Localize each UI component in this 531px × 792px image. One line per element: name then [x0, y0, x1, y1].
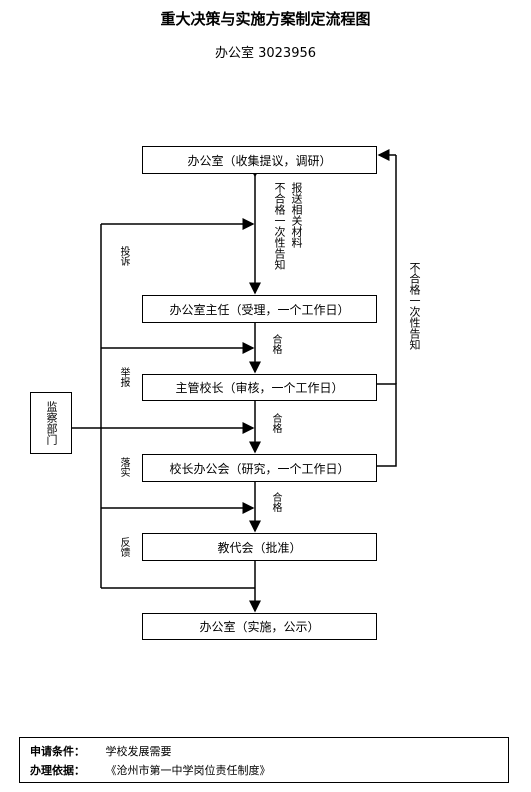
label-baosong: 报送相关材料 — [290, 182, 303, 248]
label-hege-2: 合格 — [270, 413, 281, 433]
label-hege-1: 合格 — [270, 334, 281, 354]
box-staff-congress: 教代会（批准） — [142, 533, 377, 561]
box-office-collect: 办公室（收集提议，调研） — [142, 146, 377, 174]
supervisor-label: 监察部门 — [45, 401, 58, 445]
basis-value: 《沧州市第一中学岗位责任制度》 — [105, 764, 271, 777]
footer-basis-row: 办理依据： 《沧州市第一中学岗位责任制度》 — [30, 762, 271, 778]
page-title: 重大决策与实施方案制定流程图 — [160, 10, 371, 28]
label-jubao: 举报 — [118, 367, 129, 387]
label-fankui: 反馈 — [118, 537, 129, 557]
label-luoshi: 落实 — [118, 457, 129, 477]
footer-info: 申请条件： 学校发展需要 办理依据： 《沧州市第一中学岗位责任制度》 — [19, 737, 509, 783]
feedback-loop-line — [377, 383, 397, 467]
condition-value: 学校发展需要 — [105, 745, 172, 758]
box-supervisor: 监察部门 — [30, 392, 72, 454]
box-vice-principal: 主管校长（审核，一个工作日） — [142, 374, 377, 401]
box-principal-meeting: 校长办公会（研究，一个工作日） — [142, 454, 377, 482]
condition-label: 申请条件： — [30, 745, 85, 758]
box-office-director: 办公室主任（受理，一个工作日） — [142, 295, 377, 323]
box-office-implement: 办公室（实施，公示） — [142, 613, 377, 640]
label-buhege-left: 不合格一次性告知 — [273, 182, 286, 270]
basis-label: 办理依据： — [30, 764, 85, 777]
label-buhege-right: 不合格一次性告知 — [408, 262, 421, 350]
page-subtitle: 办公室 3023956 — [214, 46, 317, 61]
label-hege-3: 合格 — [270, 492, 281, 512]
footer-condition-row: 申请条件： 学校发展需要 — [30, 743, 172, 759]
label-tousu: 投诉 — [118, 246, 129, 266]
